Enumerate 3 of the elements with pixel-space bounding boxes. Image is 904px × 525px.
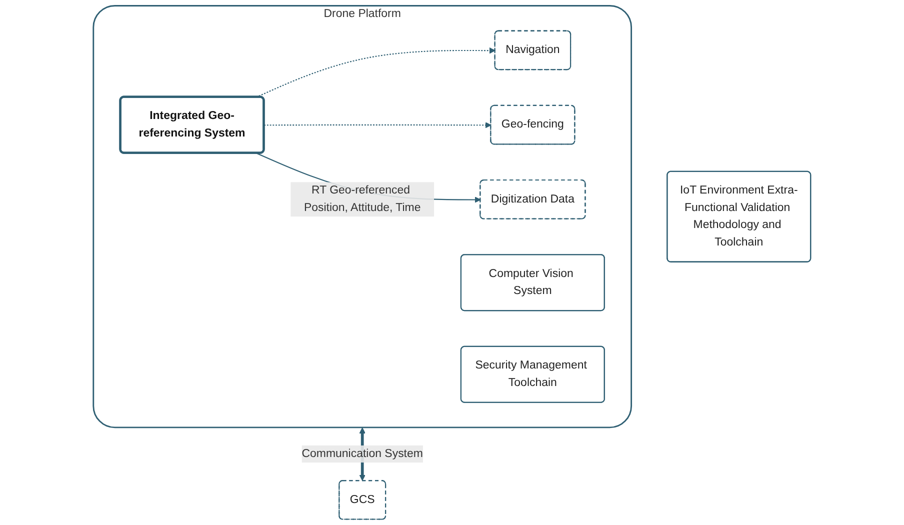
arrow	[264, 122, 492, 128]
edge-label: RT Geo-referenced Position, Attitude, Time	[304, 184, 421, 214]
edge-label: Communication System	[302, 448, 423, 460]
